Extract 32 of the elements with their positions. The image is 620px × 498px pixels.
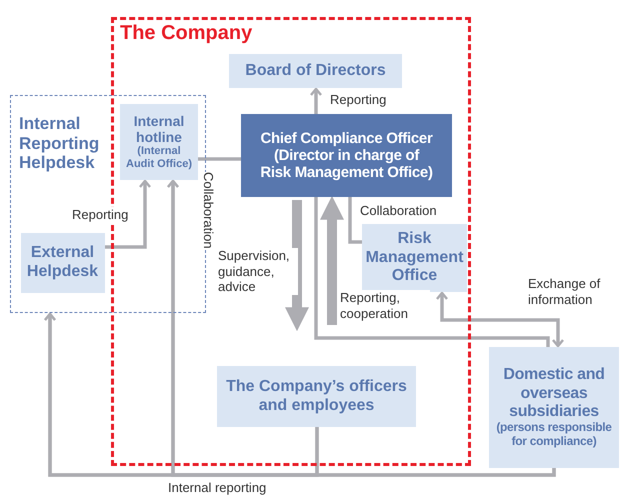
unit-name: Risk Management Office <box>364 230 464 286</box>
connector-line <box>348 197 362 244</box>
org-unit-box <box>120 104 198 180</box>
org-unit-box <box>229 54 402 88</box>
group-heading: The Company <box>120 22 252 45</box>
unit-name: Domestic and overseas subsidiaries <box>502 366 606 422</box>
org-unit-box <box>489 347 619 468</box>
unit-name: Chief Compliance Officer (Director in charge of Risk Management Office) <box>259 130 434 182</box>
edge-label: Supervision, guidance, advice <box>218 248 298 295</box>
edge-label: Reporting <box>72 207 128 223</box>
arrow <box>436 292 564 348</box>
group-heading: Internal Reporting Helpdesk <box>19 114 100 173</box>
thick-arrow <box>285 200 309 332</box>
org-unit-box <box>362 224 467 292</box>
unit-name: Board of Directors <box>245 62 386 80</box>
unit-name: External Helpdesk <box>26 244 100 281</box>
arrow <box>105 180 152 249</box>
edge-label: Reporting, cooperation <box>340 290 430 322</box>
thick-arrow <box>320 196 344 325</box>
unit-name: The Company’s officers and employees <box>225 378 408 415</box>
unit-note: (persons responsible for compliance) <box>495 421 613 449</box>
edge-label: Internal reporting <box>168 480 266 496</box>
unit-name: Internal hotline <box>132 113 186 146</box>
arrow <box>166 180 556 477</box>
org-unit-box <box>241 114 452 197</box>
org-unit-box <box>217 366 416 427</box>
arrow <box>310 88 322 114</box>
unit-note: (Internal Audit Office) <box>125 145 193 171</box>
connector-line <box>314 197 550 347</box>
edge-label: Reporting <box>330 92 386 108</box>
org-unit-box <box>20 232 104 292</box>
connector-line <box>198 157 241 161</box>
